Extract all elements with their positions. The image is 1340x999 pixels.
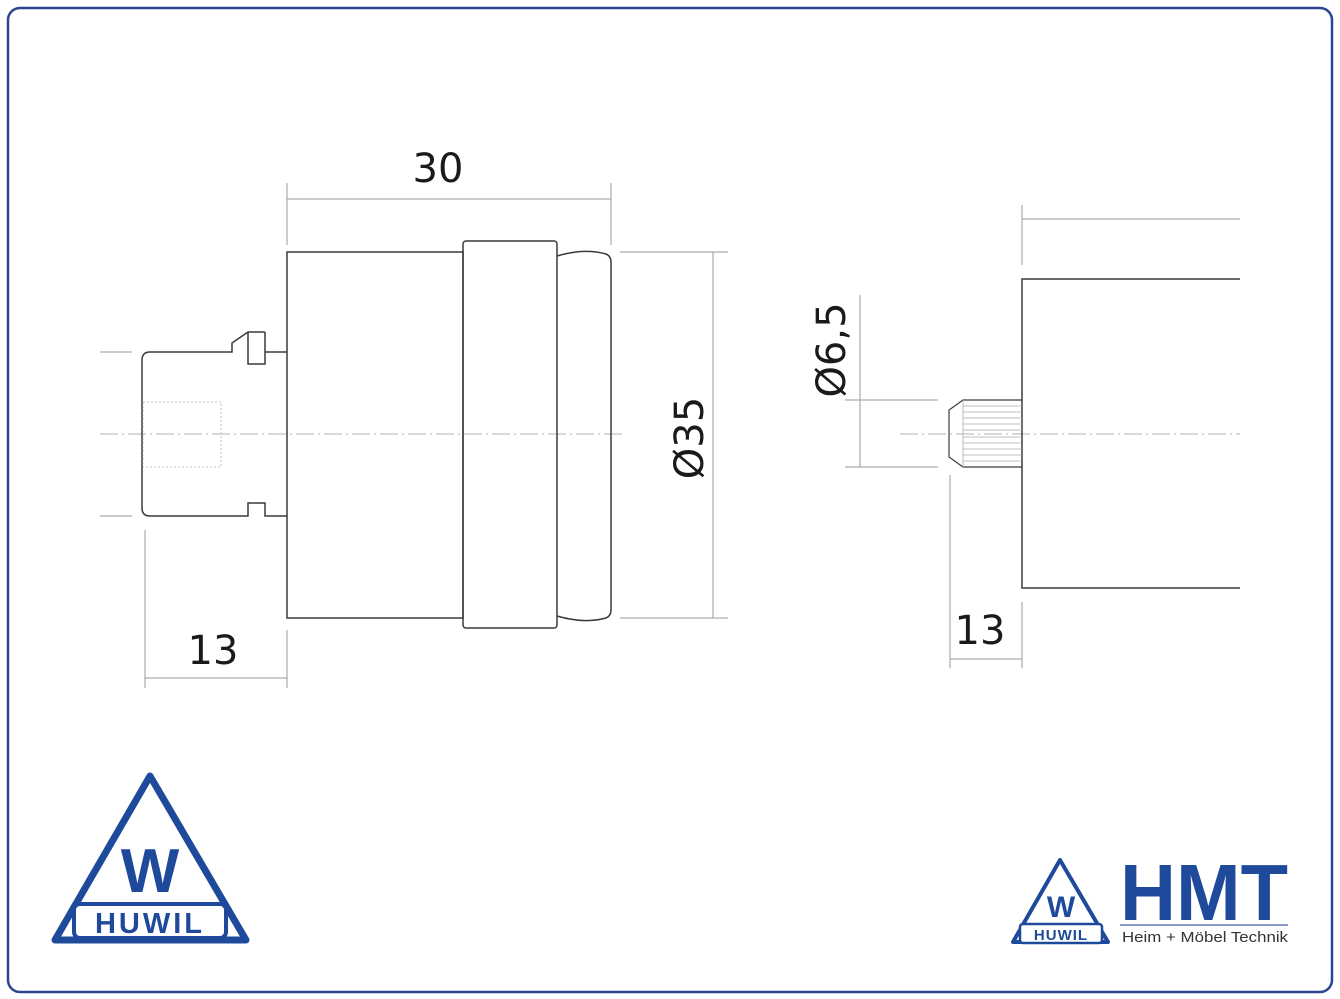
dimension-plug-length: 13 (188, 628, 239, 674)
dimension-pin-diameter: Ø6,5 (809, 302, 855, 397)
dimension-diameter: Ø35 (667, 397, 713, 479)
page-frame (6, 6, 1334, 994)
flange (462, 240, 558, 629)
knurled-pin (948, 399, 1022, 468)
plug (141, 331, 287, 517)
detail-view-right: Ø6,5 13 (809, 205, 1240, 668)
svg-text:HUWIL: HUWIL (1034, 927, 1088, 944)
hmt-logo: W HUWIL HMT Heim + Möbel Technik (1011, 848, 1289, 946)
side-view-left: 30 Ø35 13 (100, 146, 728, 688)
cap (556, 250, 612, 622)
hidden-cavity (142, 401, 222, 468)
svg-text:W: W (1047, 891, 1076, 924)
svg-text:HMT: HMT (1120, 848, 1288, 937)
dimension-length: 30 (413, 146, 464, 192)
svg-text:HUWIL: HUWIL (95, 908, 205, 940)
body-section (1021, 278, 1240, 589)
svg-text:W: W (121, 837, 180, 906)
svg-text:Heim + Möbel Technik: Heim + Möbel Technik (1122, 929, 1289, 946)
huwil-logo: W HUWIL (51, 772, 250, 944)
dimension-pin-length: 13 (955, 608, 1006, 654)
